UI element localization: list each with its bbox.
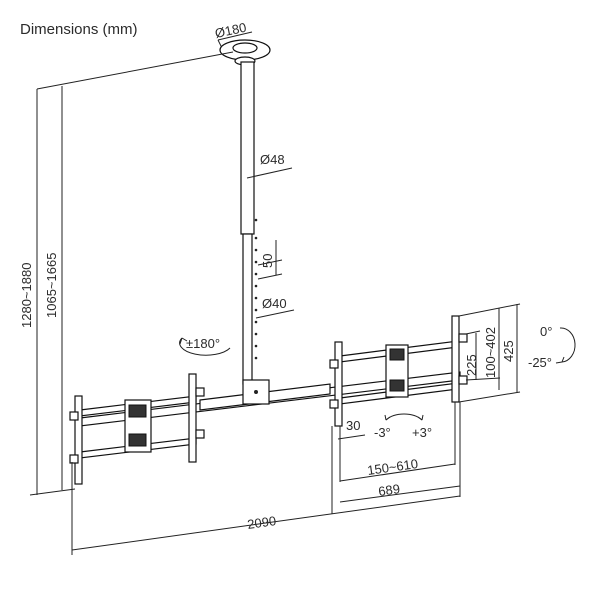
swivel-left-label: -3° [374,425,391,440]
vertical-dimensions: 225 100~402 425 [458,303,521,403]
swivel-right-label: +3° [412,425,432,440]
height-dimensions: 1280~1880 1065~1665 [19,51,234,496]
vesa-horizontal-label: 150~610 [366,456,419,478]
left-tv-bracket [69,373,205,485]
mount-width-label: 689 [377,481,401,499]
mount-height-label: 425 [501,340,516,362]
rotation-label: ±180° [186,336,220,351]
tilt-indicator: 0° -25° [528,324,576,370]
width-dimensions: 150~610 689 2090 [71,402,461,555]
total-width-label: 2090 [246,513,277,532]
plate-height-label: 225 [464,354,479,376]
diagram-title: Dimensions (mm) [20,21,138,38]
tilt-bottom-label: -25° [528,355,552,370]
hole-spacing-label: 50 [260,254,275,268]
right-tv-bracket [329,315,468,427]
depth-offset-label: 30 [346,418,360,433]
plate-diameter-label: Ø180 [214,20,248,41]
pole-inner-diameter-label: Ø40 [262,296,287,311]
extension-pole: Ø48 50 Ø40 [240,61,295,385]
vesa-vertical-label: 100~402 [483,327,498,378]
pole-height-label: 1065~1665 [44,253,59,318]
rotation-indicator: ±180° [179,336,231,356]
tilt-top-label: 0° [540,324,552,339]
swivel-indicator: -3° +3° 30 [337,413,432,440]
ceiling-plate: Ø180 [214,20,271,66]
total-height-label: 1280~1880 [19,263,34,328]
pole-outer-diameter-label: Ø48 [260,152,285,167]
